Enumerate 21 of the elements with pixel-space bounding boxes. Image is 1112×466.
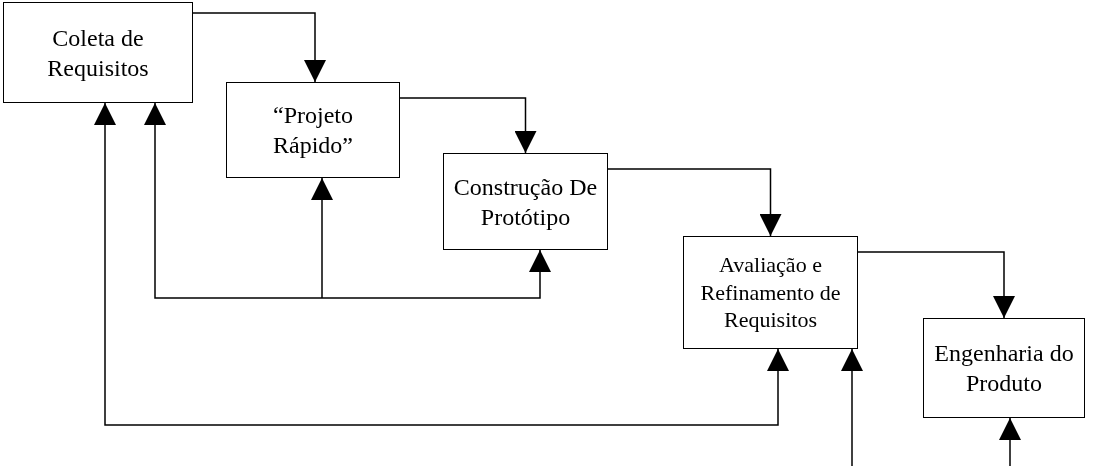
process-box [923,318,1085,418]
arrow [999,417,1021,466]
box-label: Avaliação e Refinamento de Requisitos [699,251,842,334]
arrow [321,249,551,299]
arrow [841,348,863,466]
arrow [857,251,1015,319]
arrow [192,12,326,83]
process-box [683,236,858,349]
process-box [226,82,400,178]
box-label: Engenharia do Produto [934,339,1074,398]
arrow [311,177,333,299]
box-label: Coleta de Requisitos [46,23,150,83]
arrow [399,97,537,154]
arrow [607,168,782,237]
arrow [144,102,323,299]
box-label: Construção De Protótipo [452,172,599,232]
arrow [94,102,441,426]
box-label: “Projeto Rápido” [272,101,354,160]
process-box [3,2,193,103]
arrow [439,348,789,426]
process-box [443,153,608,250]
